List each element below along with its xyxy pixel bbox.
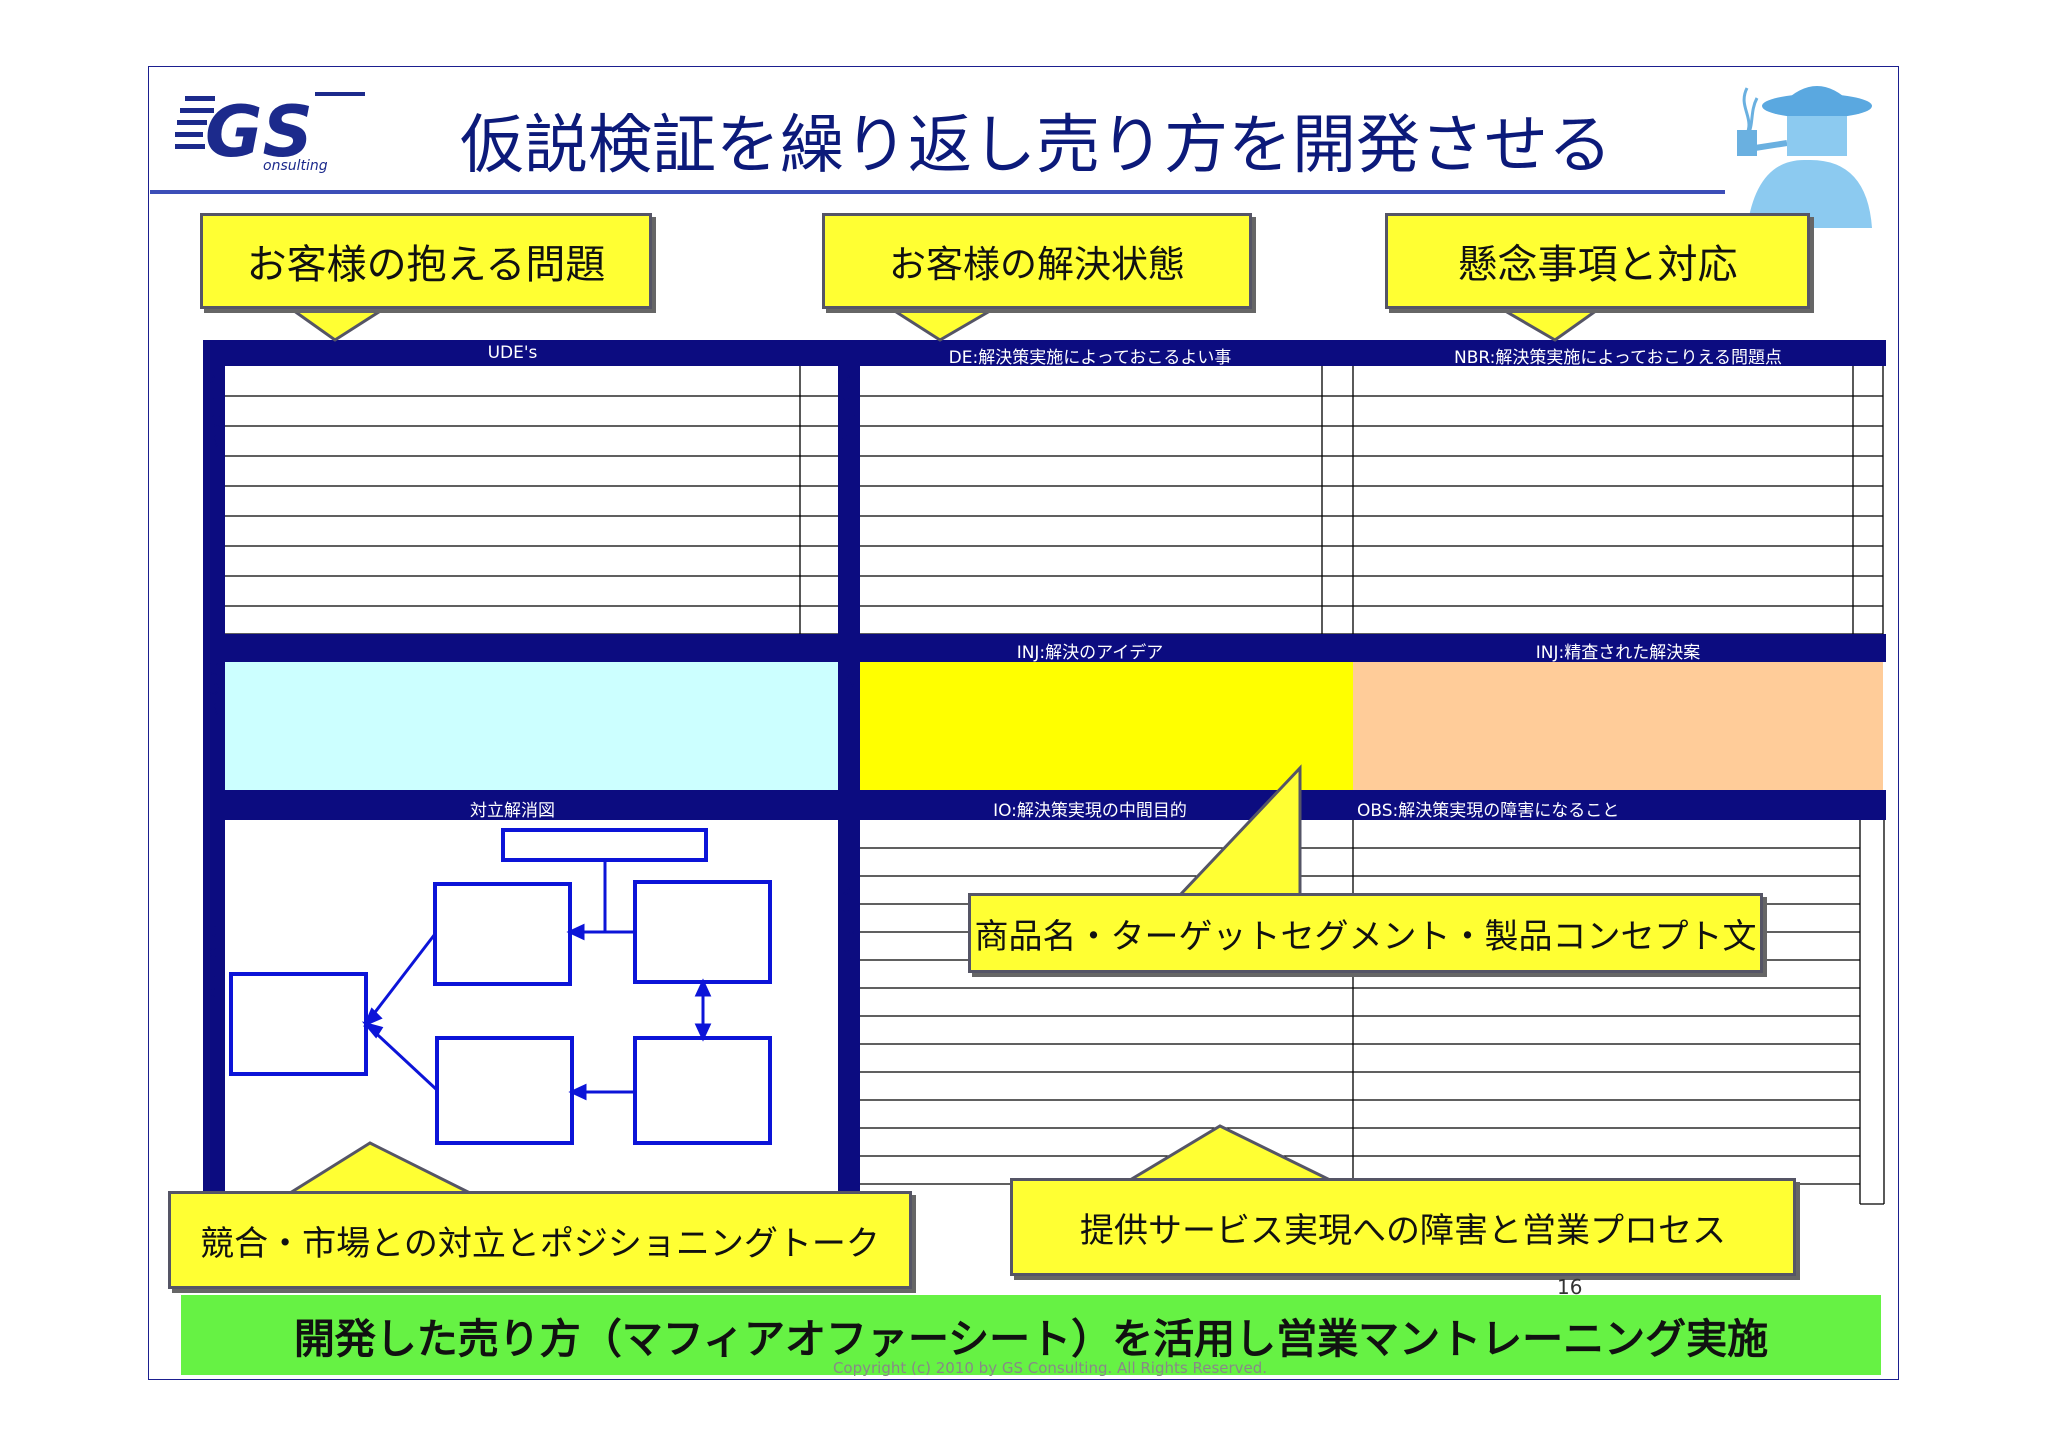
callout-customer-problem-text: お客様の抱える問題 [246,242,606,288]
logo-gs-text: GS [205,91,313,173]
conflict-cloud-diagram [229,828,772,1145]
callout-product-concept-text: 商品名・ターゲットセグメント・製品コンセプト文 [974,916,1757,957]
footer-banner-text: 開発した売り方（マフィアオファーシート）を活用し営業マントレーニング実施 [293,1315,1769,1363]
footer-banner: 開発した売り方（マフィアオファーシート）を活用し営業マントレーニング実施 [181,1295,1881,1375]
grid-mid-border [838,340,860,1192]
label-core: CORE [206,660,220,740]
label-mini-frt: Mini-FrT [838,372,858,452]
label-mini-prt: Mini-Prt [838,884,858,964]
header-inj-idea: INJ:解決のアイデア [1016,643,1164,663]
label-inj: INJ [839,672,857,712]
page-title: 仮説検証を繰り返し売り方を開発させる [460,109,1612,183]
callout-customer-resolved-text: お客様の解決状態 [889,243,1185,286]
callout-concerns-text: 懸念事項と対応 [1457,242,1738,288]
callout-sales-process-text: 提供サービス実現への障害と営業プロセス [1080,1210,1726,1251]
callout-sales-process: 提供サービス実現への障害と営業プロセス [1010,1178,1796,1276]
header-nbr: NBR:解決策実施によっておこりえる問題点 [1453,348,1782,368]
gs-consulting-logo: GS onsulting [175,91,365,174]
logo-sub-text: onsulting [263,158,328,174]
header-inj-refined: INJ:精査された解決案 [1535,643,1701,663]
callout-positioning-text: 競合・市場との対立とポジショニングトーク [200,1223,880,1264]
inj-idea-cell [860,662,1353,790]
callout-concerns: 懸念事項と対応 [1385,213,1810,309]
callout-positioning: 競合・市場との対立とポジショニングトーク [168,1191,912,1289]
callout-product-concept: 商品名・ターゲットセグメント・製品コンセプト文 [968,893,1763,973]
callout-customer-resolved: お客様の解決状態 [822,213,1252,309]
row3-header-band [203,790,1886,820]
header-divider [150,190,1725,194]
header-cloud-diagram: 対立解消図 [470,801,555,821]
label-cloud: Cloud [204,922,222,1002]
label-mini-crt: Mini-CRT [203,372,223,472]
header-obs: OBS:解決策実現の障害になること [1357,801,1620,821]
copyright: Copyright (c) 2010 by GS Consulting. All… [832,1359,1268,1377]
row2-header-band [203,634,1886,662]
inj-refined-cell [1353,662,1883,790]
mascot-box [1727,68,1879,228]
row1-header-band [203,340,1886,366]
core-cell [225,662,838,790]
header-udes: UDE's [487,343,538,363]
header-de: DE:解決策実施によっておこるよい事 [948,348,1232,368]
grid-left-border [203,340,225,1192]
callout-customer-problem: お客様の抱える問題 [200,213,652,309]
header-io: IO:解決策実現の中間目的 [993,801,1187,821]
detective-smoking-pipe-icon [1737,86,1872,228]
slide-frame [148,66,1899,1380]
